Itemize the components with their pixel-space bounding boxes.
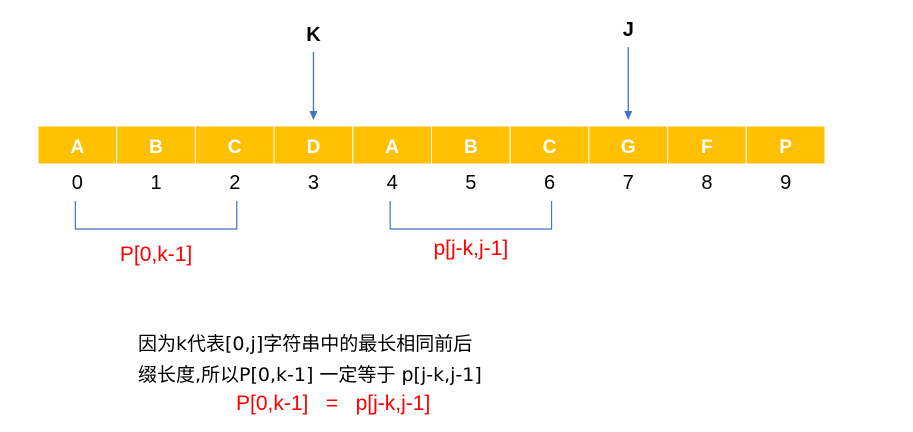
array-cell-letter: C bbox=[543, 137, 557, 158]
prefix-label: P[0,k-1] bbox=[120, 243, 192, 266]
array-cell-letter: F bbox=[701, 137, 713, 158]
array-cell: C bbox=[194, 125, 275, 165]
array-cell-box bbox=[116, 125, 196, 165]
array-cell: C bbox=[509, 125, 590, 165]
array-index-label: 9 bbox=[780, 172, 791, 194]
equality-statement: P[0,k-1] = p[j-k,j-1] bbox=[236, 392, 431, 415]
array-cell: A bbox=[37, 125, 118, 165]
k-pointer: K bbox=[306, 24, 321, 120]
suffix-bracket bbox=[389, 201, 553, 230]
array-cell-box bbox=[37, 125, 118, 165]
array-cell: G bbox=[588, 125, 669, 165]
array-cell: B bbox=[116, 125, 196, 165]
array-cell-box bbox=[352, 125, 432, 165]
array-index-label: 2 bbox=[229, 172, 240, 194]
array-index-label: 0 bbox=[72, 172, 83, 194]
j-pointer: J bbox=[623, 19, 634, 120]
array-cell-box bbox=[745, 125, 826, 165]
array-cell: P bbox=[745, 125, 826, 165]
k-pointer-label: K bbox=[306, 24, 321, 46]
explanation-line-1: 因为k代表[0,j]字符串中的最长相同前后 bbox=[138, 333, 473, 355]
suffix-label: p[j-k,j-1] bbox=[434, 237, 509, 260]
array-index-label: 4 bbox=[387, 172, 398, 194]
array-cell-box bbox=[509, 125, 590, 165]
array-cell-box bbox=[588, 125, 669, 165]
array-cell-letter: A bbox=[385, 137, 399, 158]
array-cell: D bbox=[273, 125, 354, 165]
array-cell: A bbox=[352, 125, 432, 165]
array-cell-letter: G bbox=[621, 137, 636, 158]
array-cell-letter: D bbox=[307, 137, 321, 158]
array-cell-box bbox=[667, 125, 747, 165]
array-index-label: 1 bbox=[150, 172, 161, 194]
array-index-label: 8 bbox=[701, 172, 712, 194]
array-cell: B bbox=[431, 125, 511, 165]
array-cell-letter: B bbox=[149, 137, 163, 158]
array-index-label: 3 bbox=[308, 172, 319, 194]
j-pointer-arrowhead bbox=[624, 111, 633, 120]
array-cell-letter: A bbox=[70, 137, 84, 158]
explanation-line-2: 缀长度,所以P[0,k-1] 一定等于 p[j-k,j-1] bbox=[138, 364, 482, 386]
array-cell-box bbox=[194, 125, 275, 165]
array-index-label: 7 bbox=[623, 172, 634, 194]
j-pointer-label: J bbox=[623, 19, 634, 41]
array-cell-letter: B bbox=[464, 137, 478, 158]
array-index-label: 6 bbox=[544, 172, 555, 194]
array-index-label: 5 bbox=[465, 172, 476, 194]
array-cell-letter: P bbox=[779, 137, 792, 158]
k-pointer-arrowhead bbox=[309, 111, 318, 120]
array-cell: F bbox=[667, 125, 747, 165]
array-cell-letter: C bbox=[228, 137, 242, 158]
prefix-bracket bbox=[74, 201, 238, 230]
array-indices: 0 1 2 3 4 5 6 7 8 9 bbox=[72, 172, 791, 194]
